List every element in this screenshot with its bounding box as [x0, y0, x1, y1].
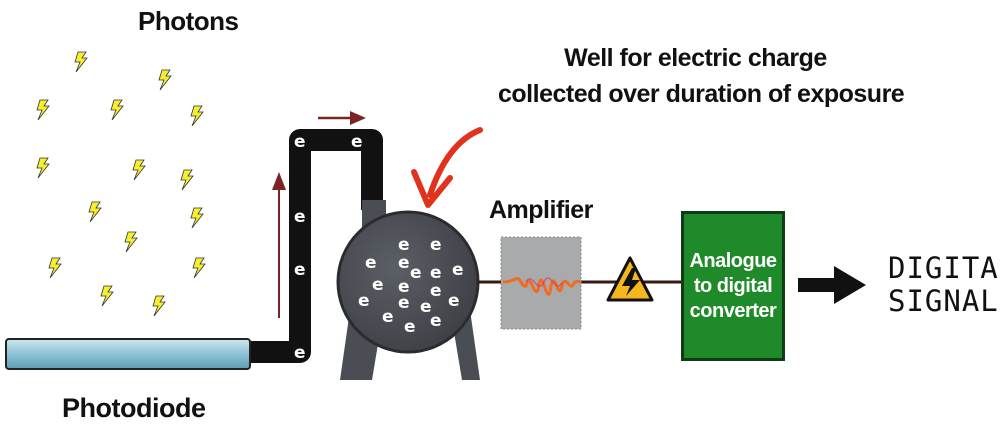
photon-icon	[152, 295, 166, 317]
amplifier-label: Amplifier	[489, 196, 593, 224]
photon-icon	[48, 257, 62, 279]
photon-icon	[88, 201, 102, 223]
photon-icon	[158, 69, 172, 91]
photons-label: Photons	[138, 6, 239, 36]
adc-label: Analogue to digital converter	[689, 249, 777, 324]
photodiode-label: Photodiode	[62, 393, 206, 423]
electron: e	[351, 132, 363, 152]
electron: e	[398, 235, 410, 255]
electron: e	[398, 277, 410, 297]
photon-icon	[132, 159, 146, 181]
electron: e	[294, 207, 306, 227]
electron: e	[430, 235, 442, 255]
electron: e	[452, 260, 464, 280]
electron: e	[294, 260, 306, 280]
well-label-line-1: Well for electric charge	[564, 44, 827, 72]
photon-icon	[192, 257, 206, 279]
right-arrow-small-icon	[318, 111, 366, 125]
photon-icon	[110, 99, 124, 121]
electron: e	[398, 293, 410, 313]
photon-icon	[74, 51, 88, 73]
photon-icon	[36, 157, 50, 179]
amplifier-box	[500, 236, 582, 330]
electron: e	[404, 317, 416, 337]
digital-signal-label: DIGITAL SIGNAL	[888, 252, 1000, 318]
photon-icon	[124, 231, 138, 253]
well-label-line-2: collected over duration of exposure	[498, 80, 905, 108]
well-electrons: e e e e e e e e e e e e e e e e e	[358, 235, 464, 337]
pointer-arrow-icon	[411, 127, 483, 208]
digital-label-line-1: DIGITAL	[888, 251, 1000, 285]
electron: e	[294, 132, 306, 152]
high-voltage-warning-icon	[606, 256, 654, 302]
electron: e	[410, 263, 422, 283]
photodiode-bar	[5, 338, 251, 370]
photon-icon	[190, 105, 204, 127]
photon-icon	[36, 99, 50, 121]
photon-icon	[190, 207, 204, 229]
adc-box: Analogue to digital converter	[681, 211, 785, 361]
digital-label-line-2: SIGNAL	[888, 284, 999, 318]
photon-icon	[180, 169, 194, 191]
electron: e	[398, 253, 410, 273]
electron: e	[430, 263, 442, 283]
charge-wire	[248, 129, 383, 363]
wave-icon	[502, 277, 582, 296]
adc-label-line-2: to digital	[693, 274, 773, 297]
electron: e	[358, 291, 370, 311]
electron: e	[365, 253, 377, 273]
electron: e	[420, 297, 432, 317]
charge-well	[336, 200, 480, 380]
photon-icons	[36, 51, 206, 317]
electron: e	[382, 307, 394, 327]
adc-label-line-3: converter	[689, 299, 777, 322]
electron: e	[448, 291, 460, 311]
wire-electrons: e e e e e	[294, 132, 363, 363]
electron: e	[372, 275, 384, 295]
right-arrow-icon	[798, 266, 866, 304]
up-arrow-icon	[272, 172, 286, 318]
electron: e	[430, 281, 442, 301]
electron: e	[430, 311, 442, 331]
electron: e	[294, 343, 306, 363]
well-label: Well for electric charge collected over …	[498, 40, 905, 112]
adc-label-line-1: Analogue	[689, 249, 777, 272]
photon-icon	[100, 285, 114, 307]
